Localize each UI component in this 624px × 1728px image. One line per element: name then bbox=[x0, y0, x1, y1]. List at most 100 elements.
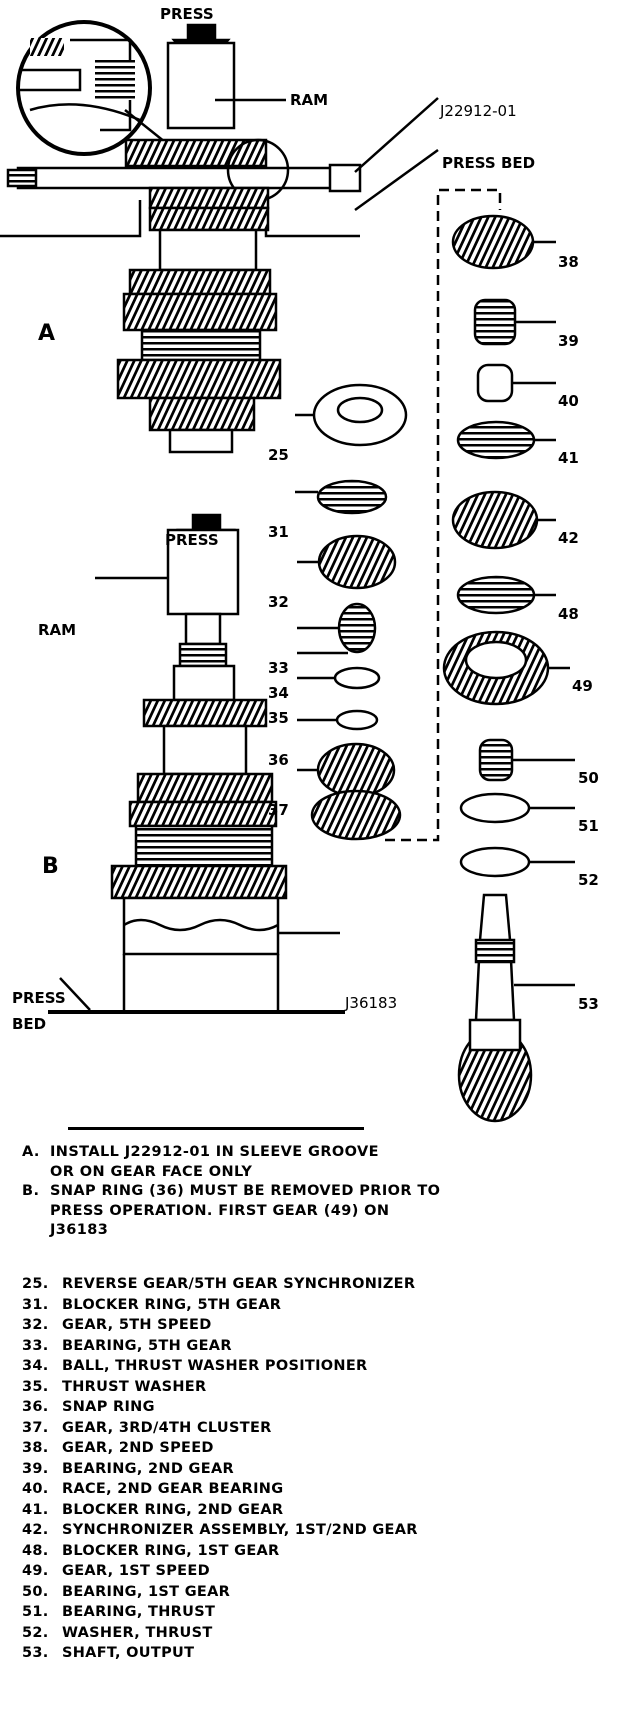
legend-number: 53. bbox=[22, 1645, 49, 1661]
legend-number: 48. bbox=[22, 1542, 49, 1559]
note-a: A. INSTALL J22912-01 IN SLEEVE GROOVE OR… bbox=[22, 1143, 612, 1182]
legend-text: THRUST WASHER bbox=[62, 1378, 207, 1395]
legend-number: 51. bbox=[22, 1604, 49, 1620]
parts-legend: 25. REVERSE GEAR/5TH GEAR SYNCHRONIZER 31.… bbox=[22, 1274, 612, 1664]
note-b: B. SNAP RING (36) MUST BE REMOVED PRIOR … bbox=[22, 1182, 612, 1241]
legend-item: 31. BLOCKER RING, 5TH GEAR bbox=[22, 1295, 612, 1316]
legend-item: 36. SNAP RING bbox=[22, 1397, 612, 1418]
view-a-assembly bbox=[0, 20, 439, 454]
press-bed-label-bottom-1: PRESS bbox=[12, 989, 66, 1007]
legend-number: 32. bbox=[22, 1317, 49, 1333]
legend-text: REVERSE GEAR/5TH GEAR SYNCHRONIZER bbox=[62, 1276, 416, 1292]
exploded-parts bbox=[295, 188, 575, 1123]
note-line: OR ON GEAR FACE ONLY bbox=[50, 1163, 253, 1180]
legend-item: 49. GEAR, 1ST SPEED bbox=[22, 1561, 612, 1582]
legend-item: 50. BEARING, 1ST GEAR bbox=[22, 1582, 612, 1603]
part-label-25: 25 bbox=[268, 446, 289, 464]
legend-text: BLOCKER RING, 5TH GEAR bbox=[62, 1296, 282, 1313]
part-label-49: 49 bbox=[572, 677, 593, 695]
legend-text: RACE, 2ND GEAR BEARING bbox=[62, 1481, 284, 1497]
legend-item: 34. BALL, THRUST WASHER POSITIONER bbox=[22, 1356, 612, 1377]
legend-item: 37. GEAR, 3RD/4TH CLUSTER bbox=[22, 1418, 612, 1439]
tool-label-j36183: J36183 bbox=[345, 994, 398, 1012]
legend-item: 48. BLOCKER RING, 1ST GEAR bbox=[22, 1541, 612, 1562]
legend-number: 36. bbox=[22, 1399, 49, 1415]
legend-text: SYNCHRONIZER ASSEMBLY, 1ST/2ND GEAR bbox=[62, 1522, 418, 1538]
legend-item: 32. GEAR, 5TH SPEED bbox=[22, 1315, 612, 1336]
legend-item: 38. GEAR, 2ND SPEED bbox=[22, 1438, 612, 1459]
legend-number: 31. bbox=[22, 1296, 49, 1313]
legend-text: BALL, THRUST WASHER POSITIONER bbox=[62, 1358, 368, 1374]
part-label-53: 53 bbox=[578, 995, 599, 1013]
legend-item: 40.RACE, 2ND GEAR BEARING bbox=[22, 1479, 612, 1500]
ram-label-bottom: RAM bbox=[38, 621, 77, 639]
note-text: INSTALL J22912-01 IN SLEEVE GROOVE OR ON… bbox=[50, 1143, 379, 1182]
legend-item: 42. SYNCHRONIZER ASSEMBLY, 1ST/2ND GEAR bbox=[22, 1520, 612, 1541]
press-label-bottom: PRESS bbox=[165, 531, 219, 549]
legend-number: 34. bbox=[22, 1358, 49, 1374]
legend-text: BLOCKER RING, 2ND GEAR bbox=[62, 1501, 284, 1518]
legend-number: 41. bbox=[22, 1501, 49, 1518]
transmission-press-diagram bbox=[0, 20, 575, 1123]
part-label-42: 42 bbox=[558, 529, 579, 547]
part-label-51: 51 bbox=[578, 817, 599, 835]
legend-item: 53. SHAFT, OUTPUT bbox=[22, 1643, 612, 1664]
legend-number: 25. bbox=[22, 1276, 49, 1292]
note-key: B. bbox=[22, 1183, 40, 1199]
press-bed-label-top: PRESS BED bbox=[442, 154, 536, 172]
divider-rule bbox=[68, 1127, 364, 1130]
part-label-31: 31 bbox=[268, 523, 289, 541]
part-label-48: 48 bbox=[558, 605, 579, 623]
legend-item: 25. REVERSE GEAR/5TH GEAR SYNCHRONIZER bbox=[22, 1274, 612, 1295]
legend-number: 39. bbox=[22, 1460, 49, 1477]
part-label-41: 41 bbox=[558, 449, 579, 467]
legend-number: 49. bbox=[22, 1563, 49, 1579]
legend-item: 51. BEARING, THRUST bbox=[22, 1602, 612, 1623]
legend-number: 42. bbox=[22, 1522, 49, 1538]
legend-text: BLOCKER RING, 1ST GEAR bbox=[62, 1542, 280, 1559]
part-label-37: 37 bbox=[268, 801, 289, 819]
part-label-39: 39 bbox=[558, 332, 579, 350]
part-label-36: 36 bbox=[268, 751, 289, 769]
note-text: SNAP RING (36) MUST BE REMOVED PRIOR TO … bbox=[50, 1182, 440, 1241]
legend-text: WASHER, THRUST bbox=[62, 1624, 213, 1641]
legend-text: BEARING, THRUST bbox=[62, 1604, 216, 1620]
legend-item: 33. BEARING, 5TH GEAR bbox=[22, 1336, 612, 1357]
note-line: J36183 bbox=[50, 1222, 109, 1238]
legend-number: 33. bbox=[22, 1337, 49, 1354]
legend-item: 35. THRUST WASHER bbox=[22, 1377, 612, 1398]
part-label-34: 34 bbox=[268, 684, 289, 702]
legend-item: 41. BLOCKER RING, 2ND GEAR bbox=[22, 1500, 612, 1521]
part-label-35: 35 bbox=[268, 709, 289, 727]
legend-item: 52. WASHER, THRUST bbox=[22, 1623, 612, 1644]
legend-text: GEAR, 3RD/4TH CLUSTER bbox=[62, 1419, 272, 1436]
ram-label-top: RAM bbox=[290, 91, 329, 109]
press-bed-label-bottom-2: BED bbox=[12, 1015, 47, 1033]
part-label-33: 33 bbox=[268, 659, 289, 677]
legend-number: 37. bbox=[22, 1419, 49, 1436]
legend-text: SHAFT, OUTPUT bbox=[62, 1645, 195, 1661]
note-line: PRESS OPERATION. FIRST GEAR (49) ON bbox=[50, 1202, 390, 1219]
note-key: A. bbox=[22, 1144, 40, 1160]
legend-text: BEARING, 5TH GEAR bbox=[62, 1337, 232, 1354]
view-b-assembly bbox=[48, 513, 345, 1014]
legend-text: SNAP RING bbox=[62, 1399, 155, 1415]
legend-item: 39. BEARING, 2ND GEAR bbox=[22, 1459, 612, 1480]
part-label-40: 40 bbox=[558, 392, 579, 410]
part-label-32: 32 bbox=[268, 593, 289, 611]
legend-text: GEAR, 5TH SPEED bbox=[62, 1317, 212, 1333]
view-b-label: B bbox=[42, 854, 59, 879]
note-line: INSTALL J22912-01 IN SLEEVE GROOVE bbox=[50, 1144, 379, 1160]
view-a-label: A bbox=[38, 321, 56, 346]
part-label-52: 52 bbox=[578, 871, 599, 889]
legend-number: 50. bbox=[22, 1583, 49, 1600]
legend-number: 38. bbox=[22, 1440, 49, 1456]
legend-number: 35. bbox=[22, 1378, 49, 1395]
legend-text: BEARING, 1ST GEAR bbox=[62, 1583, 231, 1600]
legend-text: GEAR, 1ST SPEED bbox=[62, 1563, 210, 1579]
legend-text: BEARING, 2ND GEAR bbox=[62, 1460, 234, 1477]
note-line: SNAP RING (36) MUST BE REMOVED PRIOR TO bbox=[50, 1183, 441, 1199]
part-label-38: 38 bbox=[558, 253, 579, 271]
legend-number: 52. bbox=[22, 1624, 49, 1641]
legend-text: GEAR, 2ND SPEED bbox=[62, 1440, 214, 1456]
